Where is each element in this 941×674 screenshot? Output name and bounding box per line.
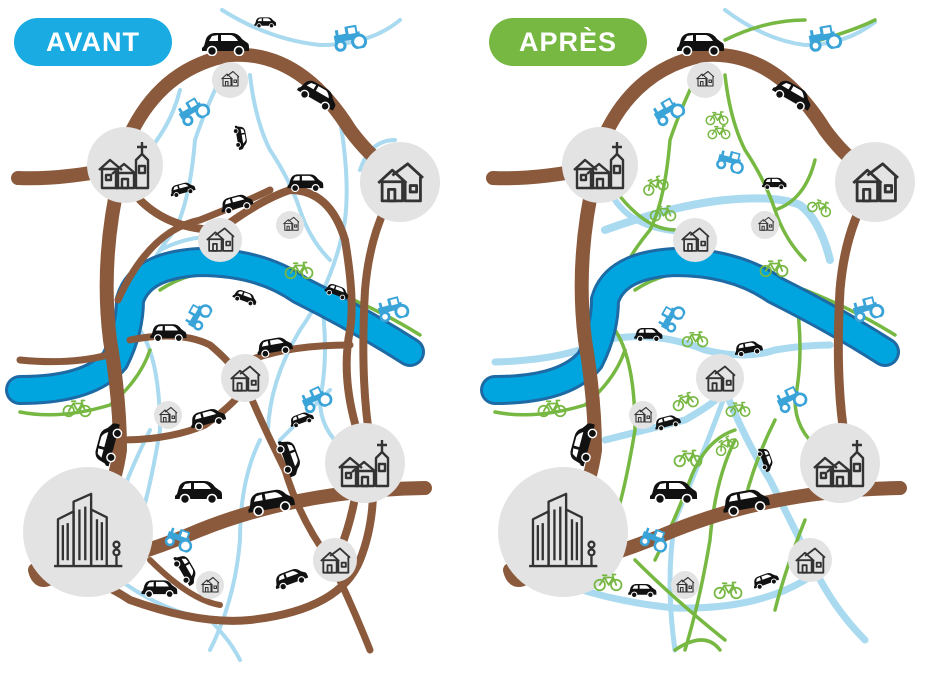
route-line bbox=[483, 249, 897, 402]
route-line bbox=[633, 558, 727, 642]
bicycle-icon bbox=[711, 432, 741, 458]
map-before bbox=[5, 8, 440, 662]
route-line bbox=[8, 249, 422, 402]
route-line bbox=[773, 518, 807, 612]
route-line bbox=[246, 341, 354, 364]
settlement-node bbox=[498, 467, 628, 597]
route-line bbox=[723, 73, 807, 262]
tractor-icon bbox=[331, 22, 369, 54]
car-icon bbox=[271, 564, 310, 593]
bicycle-icon bbox=[670, 390, 700, 413]
route-line bbox=[248, 73, 332, 262]
settlement-node bbox=[212, 62, 248, 98]
badge-after-label: APRÈS bbox=[489, 18, 647, 66]
tractor-icon bbox=[181, 297, 215, 333]
route-line bbox=[723, 8, 877, 48]
route-line bbox=[493, 348, 627, 417]
route-line bbox=[773, 158, 817, 212]
car-icon bbox=[168, 180, 197, 200]
car-icon bbox=[750, 569, 781, 592]
car-icon bbox=[232, 123, 249, 151]
settlement-node bbox=[687, 62, 723, 98]
tractor-icon bbox=[772, 381, 810, 416]
bicycle-icon bbox=[713, 581, 743, 600]
route-line bbox=[683, 438, 737, 652]
route-line bbox=[114, 186, 274, 304]
bicycle-icon bbox=[707, 125, 731, 140]
panel-after: APRÈS bbox=[475, 0, 941, 674]
route-line bbox=[16, 351, 112, 366]
settlement-node bbox=[276, 211, 304, 239]
map-after bbox=[480, 8, 915, 653]
route-line bbox=[613, 188, 677, 232]
tractor-icon bbox=[297, 381, 335, 416]
settlement-node bbox=[23, 467, 153, 597]
route-line bbox=[138, 328, 163, 522]
route-line bbox=[723, 18, 807, 42]
route-line bbox=[113, 47, 407, 177]
tractor-icon bbox=[654, 299, 688, 335]
car-icon bbox=[761, 177, 787, 190]
route-line bbox=[721, 386, 869, 644]
tractor-icon bbox=[714, 146, 748, 176]
tractor-icon bbox=[649, 92, 688, 129]
badge-before-label: AVANT bbox=[14, 18, 172, 66]
car-icon bbox=[231, 287, 259, 308]
tractor-icon bbox=[174, 92, 213, 129]
route-line bbox=[613, 328, 637, 522]
settlement-node bbox=[751, 211, 779, 239]
route-line bbox=[220, 8, 402, 48]
route-line bbox=[18, 348, 152, 417]
route-line bbox=[266, 118, 349, 432]
route-line bbox=[147, 557, 223, 608]
route-line bbox=[588, 47, 882, 177]
panel-before: AVANT bbox=[0, 0, 470, 674]
car-icon bbox=[174, 480, 223, 504]
route-line bbox=[833, 185, 875, 445]
car-icon bbox=[627, 583, 657, 598]
route-line bbox=[56, 186, 399, 625]
tractor-icon bbox=[806, 22, 844, 54]
route-line bbox=[673, 638, 722, 652]
route-line bbox=[491, 333, 834, 366]
bicycle-icon bbox=[705, 111, 729, 126]
car-icon bbox=[254, 17, 277, 28]
